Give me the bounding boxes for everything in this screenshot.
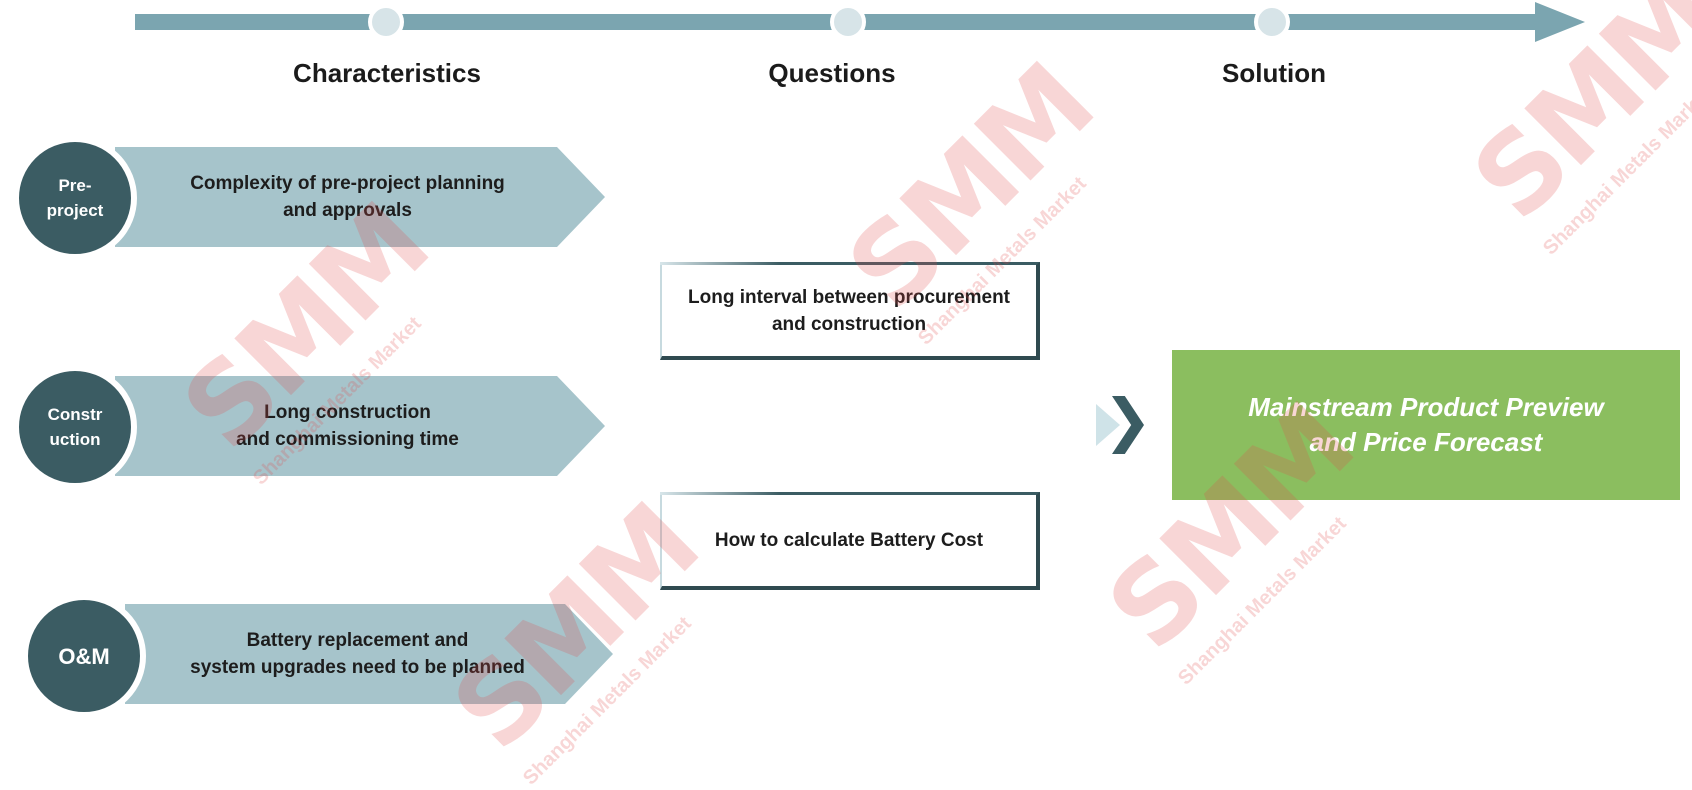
stage-pre-project-text: Complexity of pre-project planning and a… bbox=[190, 173, 505, 221]
stage-pre-project-arrow bbox=[115, 147, 605, 247]
timeline-node-characteristics bbox=[368, 4, 404, 40]
timeline-node-solution bbox=[1254, 4, 1290, 40]
header-questions: Questions bbox=[768, 58, 896, 88]
stage-construction-text: Long construction and commissioning time bbox=[236, 402, 459, 450]
header-characteristics: Characteristics bbox=[293, 58, 481, 88]
chevron-light-icon bbox=[1096, 404, 1120, 446]
stage-om-text: Battery replacement and system upgrades … bbox=[190, 630, 525, 678]
stage-om-arrow bbox=[125, 604, 613, 704]
stage-construction-circle: Constr uction bbox=[13, 365, 137, 489]
stage-pre-project-circle: Pre- project bbox=[13, 136, 137, 260]
stage-om-circle: O&M bbox=[22, 594, 146, 718]
question-procurement-interval: Long interval between procurement and co… bbox=[660, 262, 1040, 360]
stage-construction-arrow bbox=[115, 376, 605, 476]
header-solution: Solution bbox=[1222, 58, 1326, 88]
timeline-arrow-head bbox=[1535, 2, 1585, 42]
timeline-node-questions bbox=[830, 4, 866, 40]
solution-box: Mainstream Product Preview and Price For… bbox=[1172, 350, 1680, 500]
question-battery-cost: How to calculate Battery Cost bbox=[660, 492, 1040, 590]
